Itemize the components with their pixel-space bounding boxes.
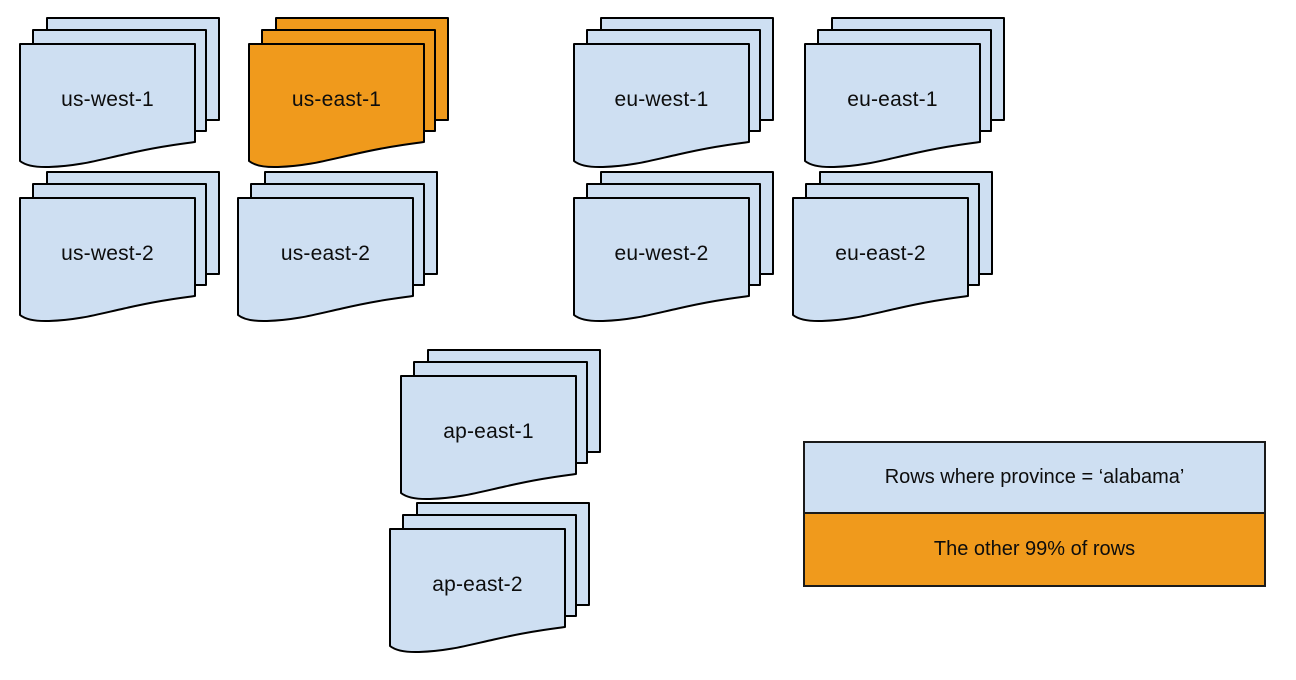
stacked-documents-icon <box>573 171 774 323</box>
region-stack-eu-west-2: eu-west-2 <box>573 171 775 323</box>
stacked-documents-icon <box>19 171 220 323</box>
stacked-documents-icon <box>804 17 1005 169</box>
region-label-us-west-1: us-west-1 <box>61 88 154 111</box>
legend-item-alabama-rows: Rows where province = ‘alabama’ <box>805 443 1264 514</box>
region-label-eu-east-1: eu-east-1 <box>847 88 938 111</box>
region-label-eu-west-1: eu-west-1 <box>614 88 709 111</box>
legend-label-other-rows: The other 99% of rows <box>933 538 1136 560</box>
region-stack-us-east-1: us-east-1 <box>248 17 450 169</box>
region-stack-eu-west-1: eu-west-1 <box>573 17 775 169</box>
stacked-documents-icon <box>248 17 449 169</box>
region-label-eu-west-2: eu-west-2 <box>614 242 709 265</box>
region-stack-us-west-2: us-west-2 <box>19 171 221 323</box>
stacked-documents-icon <box>792 171 993 323</box>
stacked-documents-icon <box>237 171 438 323</box>
region-stack-eu-east-1: eu-east-1 <box>804 17 1006 169</box>
legend-item-other-rows: The other 99% of rows <box>805 514 1264 585</box>
region-label-eu-east-2: eu-east-2 <box>835 242 926 265</box>
legend-label-alabama-rows: Rows where province = ‘alabama’ <box>884 466 1185 488</box>
region-label-ap-east-2: ap-east-2 <box>432 573 523 596</box>
stacked-documents-icon <box>400 349 601 501</box>
stacked-documents-icon <box>389 502 590 654</box>
region-label-us-east-2: us-east-2 <box>280 242 371 265</box>
stacked-documents-icon <box>19 17 220 169</box>
region-label-us-east-1: us-east-1 <box>291 88 382 111</box>
region-stack-ap-east-2: ap-east-2 <box>389 502 591 654</box>
legend: Rows where province = ‘alabama’ The othe… <box>803 441 1266 587</box>
region-stack-ap-east-1: ap-east-1 <box>400 349 602 501</box>
region-stack-eu-east-2: eu-east-2 <box>792 171 994 323</box>
stacked-documents-icon <box>573 17 774 169</box>
region-label-us-west-2: us-west-2 <box>61 242 154 265</box>
region-label-ap-east-1: ap-east-1 <box>443 420 534 443</box>
region-stack-us-east-2: us-east-2 <box>237 171 439 323</box>
region-stack-us-west-1: us-west-1 <box>19 17 221 169</box>
